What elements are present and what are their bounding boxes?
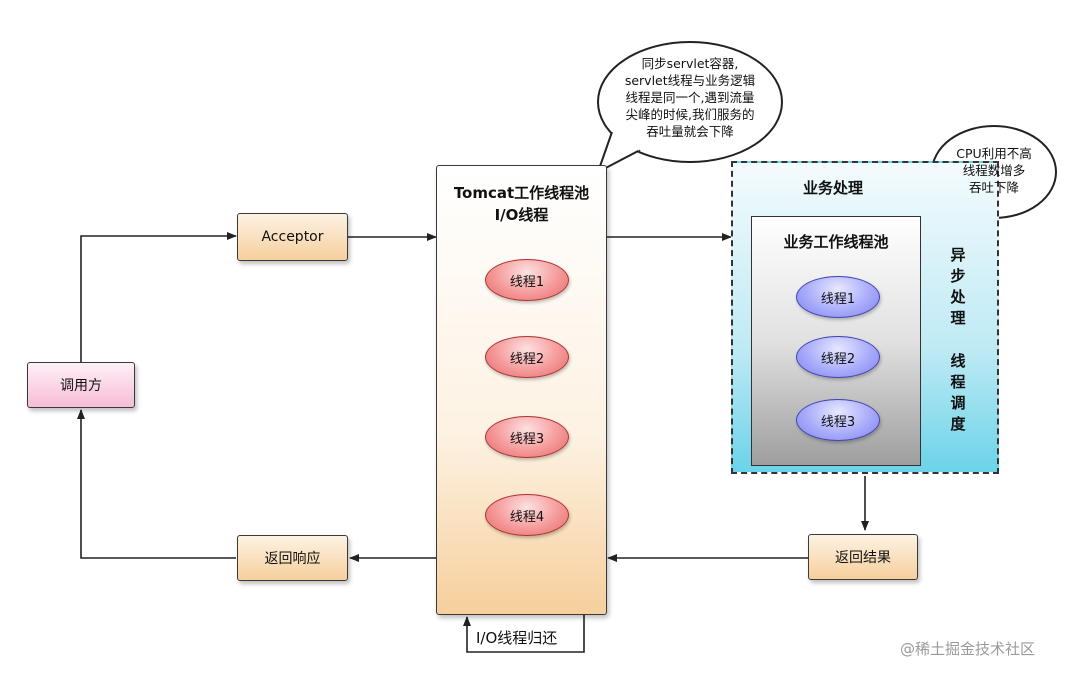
io-thread-1: 线程1 — [485, 259, 569, 301]
return-result-label: 返回结果 — [835, 550, 891, 566]
bubble-sync-text: 同步servlet容器, servlet线程与业务逻辑 线程是同一个,遇到流量 … — [624, 56, 756, 139]
caller-label: 调用方 — [60, 378, 102, 394]
pool-title-line1: Tomcat工作线程池 — [453, 184, 590, 202]
pool-title-line2: I/O线程 — [494, 206, 549, 224]
business-label: 业务处理 — [802, 179, 863, 197]
business-thread-2: 线程2 — [796, 336, 880, 378]
bubble-cpu-text: CPU利用不高 线程数增多 吞吐下降 — [956, 146, 1032, 195]
business-processing-area: 业务处理 业务工作线程池 线程1 线程2 线程3 异步处理 线程调度 — [731, 161, 999, 474]
arrow-response-to-caller — [77, 409, 236, 559]
acceptor-box: Acceptor — [237, 213, 348, 261]
arrow-caller-to-acceptor — [80, 232, 237, 362]
return-response-box: 返回响应 — [237, 535, 348, 581]
business-thread-3: 线程3 — [796, 399, 880, 441]
business-thread-pool: 业务工作线程池 线程1 线程2 线程3 — [751, 216, 921, 466]
tomcat-thread-pool: Tomcat工作线程池 I/O线程 线程1 线程2 线程3 线程4 — [436, 165, 607, 615]
business-pool-label: 业务工作线程池 — [783, 233, 889, 251]
business-thread-1: 线程1 — [796, 276, 880, 318]
io-thread-4: 线程4 — [485, 494, 569, 536]
arrow-io-thread-return — [463, 615, 585, 653]
io-thread-3: 线程3 — [485, 416, 569, 458]
caller-box: 调用方 — [27, 362, 135, 408]
acceptor-label: Acceptor — [261, 229, 324, 245]
return-response-label: 返回响应 — [264, 551, 321, 567]
async-processing-label: 异步处理 — [950, 246, 966, 327]
io-thread-return-label: I/O线程归还 — [476, 629, 558, 647]
thread-scheduling-label: 线程调度 — [950, 352, 966, 433]
watermark: @稀土掘金技术社区 — [900, 640, 1036, 658]
io-thread-2: 线程2 — [485, 336, 569, 378]
return-result-box: 返回结果 — [808, 534, 918, 580]
